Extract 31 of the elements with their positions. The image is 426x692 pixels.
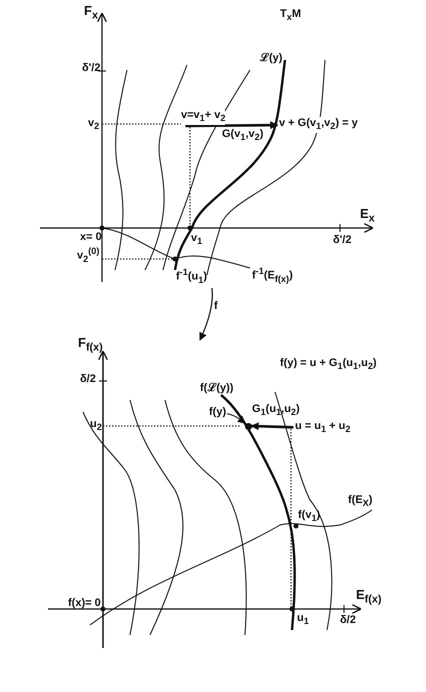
leader-arrow [226,413,246,424]
tick-label: u$_{2}$ [90,418,102,434]
origin-label: f(x)= 0 [68,597,101,610]
space-label: T$_{x}$M [280,8,301,24]
point-label: v + G(v$_{1}$,v$_{2}$) = y [279,117,358,134]
tick-label: v$_{2}$ [88,117,100,134]
axis-label: F$_{f(x)}$ [78,336,103,355]
point-label: u$_{1}$ [297,612,309,628]
curve-label: f(E$_{X}$) [348,494,372,510]
arrow [250,422,294,430]
edge-label: G(v$_{1}$,v$_{2}$) [222,128,264,144]
axis-label: E$_{x}$ [360,207,375,226]
axis-label: F$_{x}$ [84,4,98,23]
curve-label: ℒ(y) [260,52,282,65]
origin-label: x= 0 [80,231,102,244]
point-label: v=v$_{1}$+ v$_{2}$ [181,109,226,126]
tick-label: δ'/2 [333,234,352,247]
map-label: f [214,300,218,313]
tick-label: δ/2 [340,614,356,627]
point-dot [244,422,252,430]
arrow [185,121,278,130]
edge-label: G$_{1}$(u$_{1}$,u$_{2}$) [252,403,300,420]
curve-label: f$^{-1}$(E$_{f(x)}$) [252,265,293,286]
formula: f(y) = u + G$_{1}$(u$_{1}$,u$_{2}$) [280,357,377,374]
curve-label: f(ℒ(y)) [200,382,234,395]
axis-label: E$_{f(x)}$ [356,588,382,607]
tick-label: δ/2 [80,373,96,386]
point-label: f$^{-1}$(u$_{1}$) [176,266,207,287]
point-label: v$_{1}$ [191,232,202,248]
point-label: f(y) [209,406,226,419]
tick-label: δ'/2 [82,62,100,75]
